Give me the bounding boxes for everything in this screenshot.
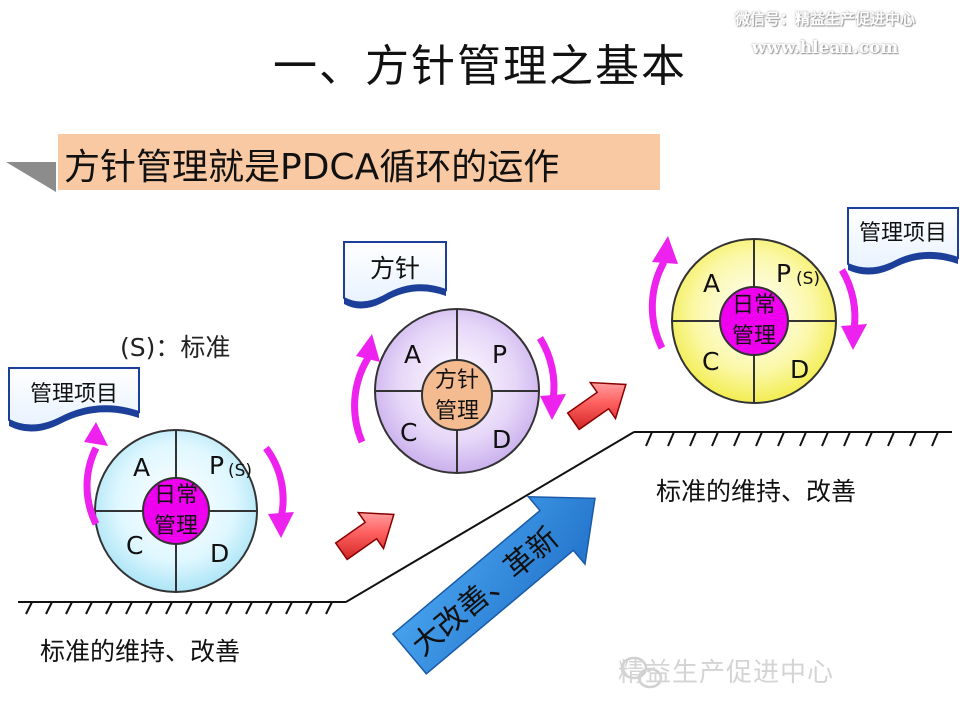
middle-cycle-center-line2: 管理 [435, 399, 479, 424]
subtitle-highlight [58, 134, 660, 190]
left-cycle-center-line2: 管理 [154, 514, 198, 539]
right-cycle-center-line1: 日常 [732, 293, 776, 318]
right-management-items-tag: 管理项目 [847, 207, 959, 275]
right-cycle-center-line2: 管理 [732, 324, 776, 349]
middle-cycle-c: C [400, 418, 417, 447]
improvement-slope [345, 431, 635, 603]
policy-tag: 方针 [343, 241, 447, 309]
subtitle-pointer [6, 162, 56, 192]
left-management-items-tag: 管理项目 [8, 367, 140, 432]
left-pdca-cycle: A P (S) C D 日常 管理 [94, 429, 258, 593]
footer-watermark: 精益生产促进中心 [618, 658, 835, 688]
left-cycle-s: (S) [228, 461, 252, 481]
middle-cycle-arrows [351, 334, 566, 444]
left-cycle-d: D [210, 539, 229, 568]
right-pdca-cycle: A P (S) C D 日常 管理 [671, 238, 837, 404]
left-cycle-center-line1: 日常 [154, 483, 198, 508]
policy-tag-label: 方针 [370, 254, 420, 283]
red-arrow-upper [566, 381, 627, 431]
left-cycle-arrows [83, 422, 294, 538]
caption-right: 标准的维持、改善 [656, 477, 857, 506]
right-cycle-d: D [790, 355, 809, 384]
middle-cycle-d: D [492, 425, 511, 454]
caption-left: 标准的维持、改善 [40, 637, 241, 666]
middle-pdca-cycle: A P C D 方针 管理 [374, 308, 540, 474]
wechat-icon [620, 656, 663, 689]
page-title: 一、方针管理之基本 [273, 41, 687, 92]
left-tag-label: 管理项目 [30, 382, 118, 407]
middle-cycle-a: A [404, 340, 421, 369]
right-tag-label: 管理项目 [859, 221, 947, 246]
ground-line-right [634, 431, 952, 447]
red-arrow-lower [334, 511, 395, 561]
right-cycle-arrows [648, 236, 867, 350]
middle-cycle-p: P [492, 340, 507, 369]
big-improvement-arrow: 大改善、革新 [391, 495, 596, 675]
subtitle: 方针管理就是PDCA循环的运作 [64, 147, 560, 188]
big-arrow-label: 大改善、革新 [405, 521, 565, 664]
watermark-wechat-id: 微信号：精益生产促进中心 [734, 10, 915, 28]
right-cycle-s: (S) [796, 269, 820, 289]
left-cycle-c: C [126, 531, 143, 560]
right-cycle-a: A [703, 269, 720, 298]
middle-cycle-center-line1: 方针 [435, 368, 479, 393]
left-cycle-a: A [133, 453, 150, 482]
ground-line-left [18, 601, 346, 615]
right-cycle-c: C [702, 347, 719, 376]
watermark-url: www.hlean.com [751, 38, 899, 58]
standard-note: (S)：标准 [120, 333, 231, 362]
right-cycle-p: P [776, 259, 791, 288]
left-cycle-p: P [209, 451, 224, 480]
